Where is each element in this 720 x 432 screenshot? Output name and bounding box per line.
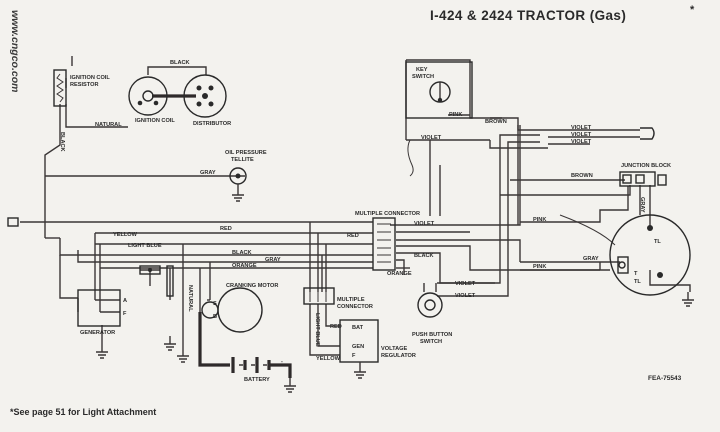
label-gray-mid: GRAY [265,257,281,263]
website-watermark: www.cngco.com [9,10,21,92]
figure-number: FEA-75543 [648,375,682,382]
instrument-gauge: TL T TL [609,214,694,307]
generator-terminal-a: A [123,298,127,304]
label-violet-push-1: VIOLET [455,281,476,287]
label-pink-junction: PINK [533,217,546,223]
label-red-connector: RED [347,233,359,239]
key-switch-label-1: KEY [416,67,428,73]
battery-plus: + [217,363,221,369]
voltage-regulator: BAT GEN F VOLTAGE REGULATOR [339,319,416,379]
label-brown-junction: BROWN [571,173,593,179]
oil-pressure-label-1: OIL PRESSURE [225,150,267,156]
motor-terminal-s: S [213,301,217,307]
generator-terminal-f: F [123,311,127,317]
label-violet-right-2: VIOLET [571,132,592,138]
multiple-connector-bottom-label-2: CONNECTOR [337,304,373,310]
multiple-connector-top-label: MULTIPLE CONNECTOR [355,211,420,217]
battery-minus: - [281,359,283,365]
regulator-terminal-gen: GEN [352,344,364,350]
distributor: DISTRIBUTOR [183,74,231,127]
label-violet-right-3: VIOLET [571,139,592,145]
label-black-right: BLACK [414,253,434,259]
label-orange-mid: ORANGE [232,263,257,269]
oil-pressure-label-2: TELLITE [231,157,254,163]
wires [20,56,691,378]
label-natural-coil: NATURAL [95,122,122,128]
voltage-regulator-label-2: REGULATOR [381,353,416,359]
wire-labels: BLACK NATURAL BLACK GRAY YELLOW LIGHT BL… [59,60,645,362]
label-gray-telltale: GRAY [200,170,216,176]
diagram-title: I-424 & 2424 TRACTOR (Gas) [430,8,626,23]
fuse-holder [139,265,176,351]
label-violet-key: VIOLET [421,135,442,141]
ignition-coil: IGNITION COIL [128,76,175,124]
label-light-blue: LIGHT BLUE [128,243,162,249]
label-yellow-regulator: YELLOW [316,356,341,362]
footnote: *See page 51 for Light Attachment [10,407,156,417]
label-black-top: BLACK [170,60,190,66]
multiple-connector-bottom: MULTIPLE CONNECTOR [303,287,373,310]
ignition-coil-resistor: IGNITION COIL RESISTOR [53,69,110,107]
key-switch-label-2: SWITCH [412,74,434,80]
gauge-terminal-tl: TL [654,239,661,245]
label-black-mid: BLACK [232,250,252,256]
push-button-label-2: SWITCH [420,339,442,345]
regulator-terminal-f: F [352,353,356,359]
label-gray-gauge-vertical: GRAY [639,197,645,213]
generator: A F GENERATOR [77,289,127,359]
battery-label: BATTERY [244,377,270,383]
label-yellow: YELLOW [113,232,138,238]
label-pink-key: PINK [449,112,462,118]
label-pink-gauge: PINK [533,264,546,270]
cranking-motor: S B CRANKING MOTOR [201,283,278,333]
motor-terminal-b: B [213,314,217,320]
label-natural-vertical: NATURAL [187,285,193,312]
distributor-label: DISTRIBUTOR [193,121,231,127]
label-brown-key: BROWN [485,119,507,125]
label-red-top: RED [220,226,232,232]
label-violet-connector: VIOLET [414,221,435,227]
voltage-regulator-label-1: VOLTAGE [381,346,407,352]
junction-block: JUNCTION BLOCK [619,163,671,187]
label-black-left: BLACK [59,132,65,152]
harness-end-left [7,217,19,227]
cranking-motor-label: CRANKING MOTOR [226,283,278,289]
label-red-regulator: RED [330,324,342,330]
ignition-coil-resistor-label-2: RESISTOR [70,82,99,88]
label-violet-right-1: VIOLET [571,125,592,131]
label-violet-push-2: VIOLET [455,293,476,299]
ignition-coil-label: IGNITION COIL [135,118,175,124]
label-gray-gauge: GRAY [583,256,599,262]
wire-end-clip [640,127,655,140]
junction-block-label: JUNCTION BLOCK [621,163,671,169]
oil-pressure-telltale: OIL PRESSURE TELLITE [225,150,267,202]
push-button-switch: PUSH BUTTON SWITCH [412,283,452,345]
title-asterisk: * [690,4,695,16]
battery: + - BATTERY [177,350,296,393]
multiple-connector-bottom-label-1: MULTIPLE [337,297,365,303]
label-light-blue-vertical: LIGHT BLUE [314,313,320,347]
regulator-terminal-bat: BAT [352,325,364,331]
gauge-terminal-t: T [634,271,638,277]
label-orange-right: ORANGE [387,271,412,277]
ignition-coil-resistor-label-1: IGNITION COIL [70,75,110,81]
key-switch: KEY SWITCH [405,61,473,177]
multiple-connector-top: MULTIPLE CONNECTOR [355,211,420,271]
gauge-terminal-tl-2: TL [634,279,641,285]
generator-label: GENERATOR [80,330,115,336]
push-button-label-1: PUSH BUTTON [412,332,452,338]
